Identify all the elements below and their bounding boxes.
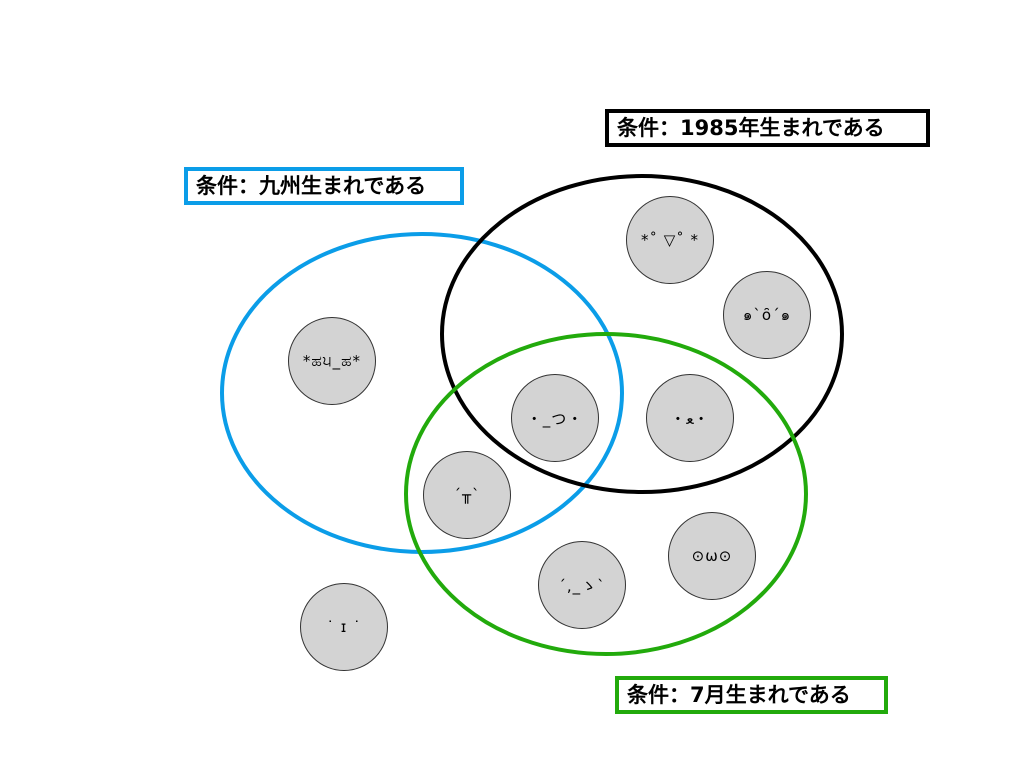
face-grimace: ´╥` bbox=[423, 451, 511, 539]
face-thai-eyes: ๑`ȏ´๑ bbox=[723, 271, 811, 359]
label-kyushu: 条件：九州生まれである bbox=[184, 167, 464, 205]
face-thai-eyes-text: ๑`ȏ´๑ bbox=[742, 306, 792, 324]
face-blush: *ಹ੫_ಹ* bbox=[288, 317, 376, 405]
face-cat-mouth-text: ・ﻌ・ bbox=[670, 409, 710, 428]
label-1985: 条件：1985年生まれである bbox=[605, 109, 930, 147]
face-sweat-text: ´,_ゝ` bbox=[558, 576, 606, 595]
face-sparkle-eyes: *˚ ▽˚ * bbox=[626, 196, 714, 284]
set-july-ellipse bbox=[404, 332, 808, 656]
face-plain: ˙ ɪ ˙ bbox=[300, 583, 388, 671]
face-worried-text: ・_つ・ bbox=[526, 409, 584, 428]
face-grimace-text: ´╥` bbox=[453, 486, 481, 504]
face-cat-mouth: ・ﻌ・ bbox=[646, 374, 734, 462]
face-plain-text: ˙ ɪ ˙ bbox=[326, 618, 362, 636]
set-kyushu-ellipse bbox=[220, 232, 624, 554]
label-july: 条件：7月生まれである bbox=[615, 676, 888, 714]
face-omega: ⊙ω⊙ bbox=[668, 512, 756, 600]
set-1985-ellipse bbox=[440, 174, 844, 494]
face-sweat: ´,_ゝ` bbox=[538, 541, 626, 629]
face-worried: ・_つ・ bbox=[511, 374, 599, 462]
face-blush-text: *ಹ੫_ಹ* bbox=[302, 352, 362, 370]
face-sparkle-eyes-text: *˚ ▽˚ * bbox=[640, 231, 700, 249]
face-omega-text: ⊙ω⊙ bbox=[691, 547, 733, 565]
